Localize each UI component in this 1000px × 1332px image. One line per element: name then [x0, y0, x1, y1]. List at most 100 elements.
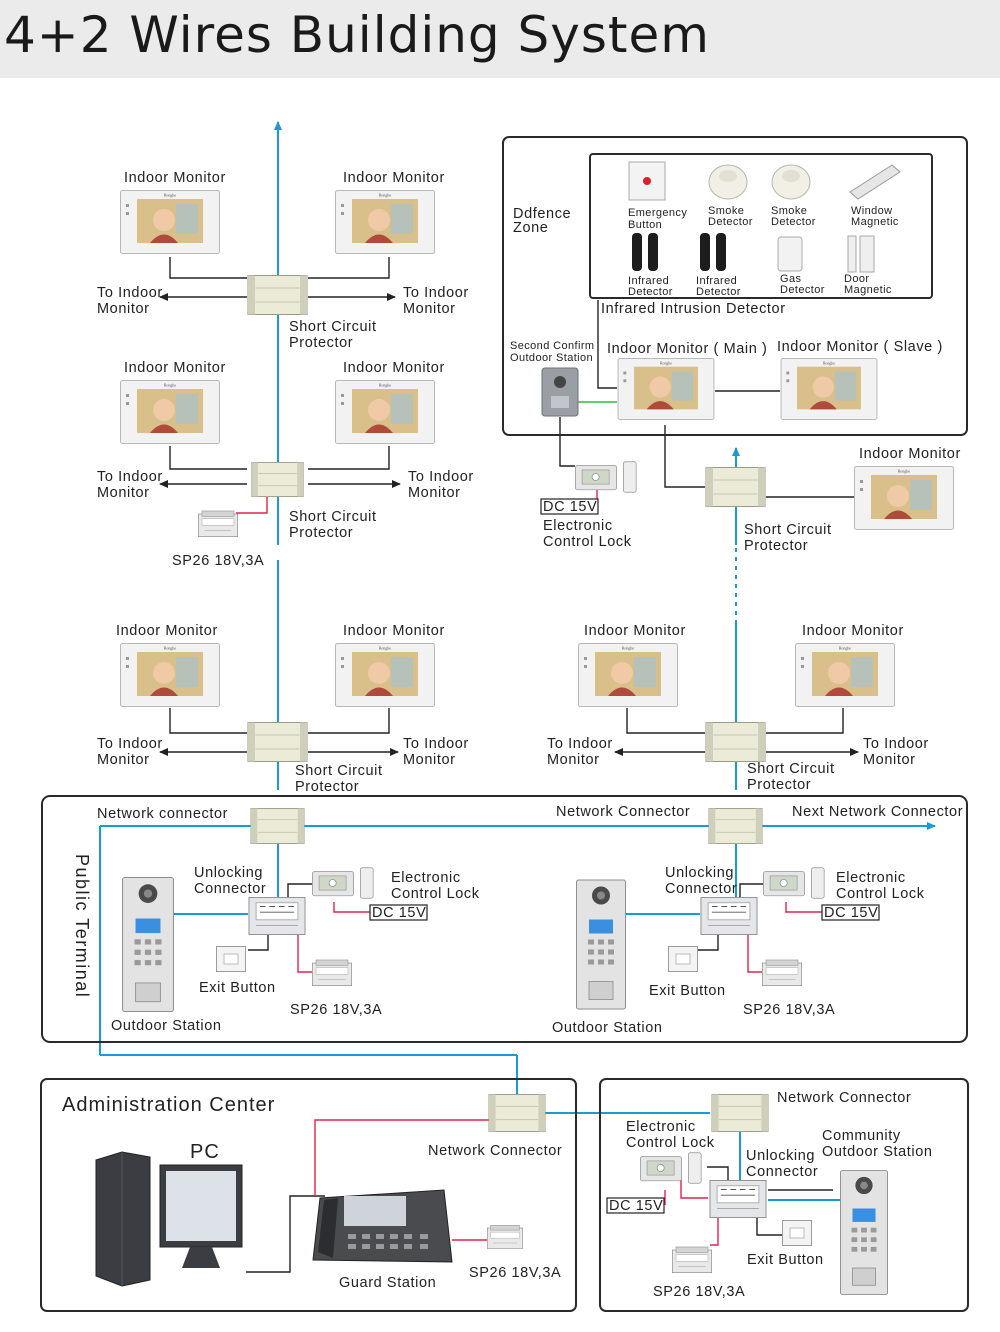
psu-label: SP26 18V,3A [653, 1284, 745, 1300]
door-label: Door [844, 273, 869, 285]
indoor-monitor-icon [120, 380, 220, 444]
network-connector-label: Network Connector [777, 1090, 911, 1106]
gas-detector-icon [777, 236, 803, 272]
second-confirm-label: Second Confirm [510, 340, 594, 352]
short-circuit-protector-icon [251, 462, 304, 497]
infrared-detector-icon [632, 233, 658, 271]
window-magnetic-icon [849, 164, 901, 200]
unlocking-label: Connector [665, 881, 737, 897]
lock-label: Control Lock [391, 886, 480, 902]
public-terminal-title: Public Terminal [72, 854, 92, 998]
lock-label: Electronic [836, 870, 906, 886]
outdoor-station-label: Outdoor Station [552, 1020, 663, 1036]
electronic-lock-icon [575, 461, 637, 493]
labels: Indoor Monitor Indoor Monitor To Indoor … [62, 170, 963, 1300]
indoor-monitor-slave-icon [780, 358, 878, 420]
scp-label: Short Circuit [289, 509, 377, 525]
infrared-detector-icon [700, 233, 726, 271]
pc-icon [95, 1151, 243, 1287]
indoor-monitor-icon [578, 643, 678, 707]
title-bar: 4+2 Wires Building System [0, 0, 1000, 78]
to-indoor-label: To Indoor [403, 285, 469, 301]
dc15v-label: DC 15V [543, 499, 597, 515]
scp-label: Protector [295, 779, 359, 795]
pc-label: PC [190, 1141, 220, 1163]
detector-inner-box [589, 153, 933, 299]
electronic-lock-icon [640, 1152, 702, 1184]
intrusion-label: Infrared Intrusion Detector [601, 301, 786, 317]
smoke-detector-icon [771, 164, 811, 200]
defence-zone-box [502, 136, 968, 436]
outdoor-station-label: Outdoor Station [111, 1018, 222, 1034]
indoor-monitor-label: Indoor Monitor [802, 623, 904, 639]
power-supply-icon [672, 1246, 712, 1274]
to-indoor-label: To Indoor [403, 736, 469, 752]
gas-label: Gas [780, 273, 801, 285]
devices [95, 161, 954, 1295]
unlocking-label: Connector [194, 881, 266, 897]
outdoor-station-icon [576, 879, 626, 1010]
power-supply-icon [198, 510, 238, 538]
network-connector-icon [708, 808, 763, 844]
scp-label: Short Circuit [744, 522, 832, 538]
unlocking-label: Unlocking [746, 1148, 815, 1164]
to-indoor-label: Monitor [97, 301, 150, 317]
infrared-label: Detector [696, 286, 741, 298]
emergency-button-icon [628, 161, 666, 201]
to-indoor-label: Monitor [97, 485, 150, 501]
unlocking-label: Unlocking [665, 865, 734, 881]
unlocking-label: Connector [746, 1164, 818, 1180]
wires-black [159, 257, 859, 1273]
lock-label: Electronic [626, 1119, 696, 1135]
scp-label: Short Circuit [747, 761, 835, 777]
exit-button-icon [668, 946, 698, 972]
exit-button-label: Exit Button [199, 980, 276, 996]
second-confirm-label: Outdoor Station [510, 352, 593, 364]
scp-label: Short Circuit [289, 319, 377, 335]
indoor-monitor-icon [120, 643, 220, 707]
dc15v-boxes [369, 498, 880, 1214]
network-connector-icon [250, 808, 305, 844]
lock-label: Electronic [543, 518, 613, 534]
to-indoor-label: To Indoor [547, 736, 613, 752]
community-outdoor-label: Outdoor Station [822, 1144, 933, 1160]
exit-button-label: Exit Button [747, 1252, 824, 1268]
short-circuit-protector-icon [705, 722, 766, 762]
lock-label: Control Lock [543, 534, 632, 550]
indoor-monitor-label: Indoor Monitor [584, 623, 686, 639]
administration-box [40, 1078, 577, 1312]
psu-label: SP26 18V,3A [743, 1002, 835, 1018]
power-supply-icon [312, 959, 352, 987]
to-indoor-label: To Indoor [97, 469, 163, 485]
to-indoor-label: To Indoor [863, 736, 929, 752]
electronic-lock-icon [312, 867, 374, 899]
unlocking-connector-icon [700, 897, 758, 935]
scp-label: Protector [289, 525, 353, 541]
to-indoor-label: To Indoor [97, 736, 163, 752]
gas-label: Detector [780, 284, 825, 296]
electronic-lock-icon [763, 867, 825, 899]
public-terminal-box [41, 795, 968, 1043]
short-circuit-protector-icon [705, 467, 766, 507]
window-label: Window [851, 205, 893, 217]
short-circuit-protector-icon [247, 722, 308, 762]
network-connector-label: Network connector [97, 806, 228, 822]
smoke-label: Detector [708, 216, 753, 228]
indoor-monitor-icon [120, 190, 220, 254]
lock-label: Control Lock [836, 886, 925, 902]
smoke-label: Smoke [708, 205, 744, 217]
community-outdoor-label: Community [822, 1128, 901, 1144]
second-confirm-station-icon [541, 367, 579, 417]
guard-station-icon [312, 1189, 453, 1263]
dc15v-label: DC 15V [609, 1198, 663, 1214]
indoor-monitor-label: Indoor Monitor [343, 360, 445, 376]
psu-label: SP26 18V,3A [172, 553, 264, 569]
exit-button-label: Exit Button [649, 983, 726, 999]
network-connector-icon [711, 1094, 769, 1132]
guard-station-label: Guard Station [339, 1275, 436, 1291]
admin-title: Administration Center [62, 1094, 275, 1116]
indoor-monitor-label: Indoor Monitor [859, 446, 961, 462]
indoor-monitor-icon [795, 643, 895, 707]
indoor-monitor-label: Indoor Monitor [116, 623, 218, 639]
